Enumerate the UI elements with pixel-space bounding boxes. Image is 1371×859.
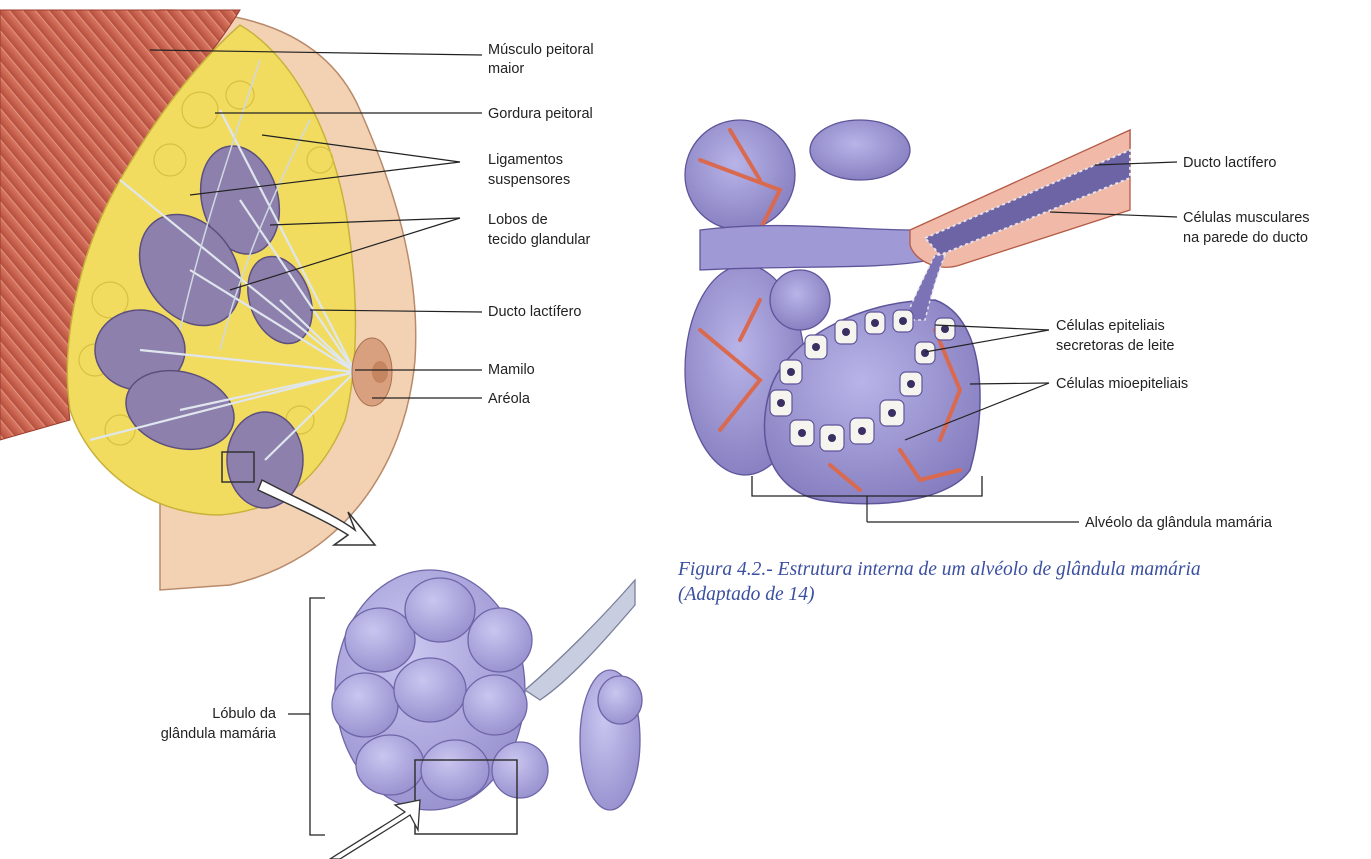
label-epiteliais-2: secretoras de leite xyxy=(1056,338,1174,354)
lobule-diagram: Lóbulo da glândula mamária xyxy=(161,570,642,859)
label-lobos-1: Lobos de xyxy=(488,212,548,228)
caption-line-1: Figura 4.2.- Estrutura interna de um alv… xyxy=(678,557,1368,582)
label-ligamentos-1: Ligamentos xyxy=(488,152,563,168)
label-lobulo-2: glândula mamária xyxy=(161,726,277,742)
figure1-labels: Músculo peitoral maior Gordura peitoral … xyxy=(488,42,594,407)
label-alveolo: Alvéolo da glândula mamária xyxy=(1085,515,1273,531)
label-gordura-peitoral: Gordura peitoral xyxy=(488,106,593,122)
lobule-cluster xyxy=(332,570,642,810)
label-musculo-peitoral-2: maior xyxy=(488,61,524,77)
label-lobos-2: tecido glandular xyxy=(488,232,591,248)
label-musculo-peitoral-1: Músculo peitoral xyxy=(488,42,594,58)
label-epiteliais-1: Células epiteliais xyxy=(1056,318,1165,334)
label-mioepiteliais: Células mioepiteliais xyxy=(1056,376,1188,392)
label-musculares-2: na parede do ducto xyxy=(1183,230,1308,246)
figure-caption: Figura 4.2.- Estrutura interna de um alv… xyxy=(678,557,1368,607)
caption-line-2: (Adaptado de 14) xyxy=(678,582,1368,607)
label-ducto-lactifero: Ducto lactífero xyxy=(488,304,582,320)
label-ducto-lactifero-2: Ducto lactífero xyxy=(1183,155,1277,171)
label-areola: Aréola xyxy=(488,391,531,407)
lobule-arrow xyxy=(330,800,420,859)
breast-diagram xyxy=(0,10,416,590)
label-ligamentos-2: suspensores xyxy=(488,172,570,188)
label-lobulo-1: Lóbulo da xyxy=(212,706,277,722)
nipple xyxy=(372,361,388,383)
label-musculares-1: Células musculares xyxy=(1183,210,1310,226)
label-mamilo: Mamilo xyxy=(488,362,535,378)
lobule-bracket xyxy=(310,598,325,835)
